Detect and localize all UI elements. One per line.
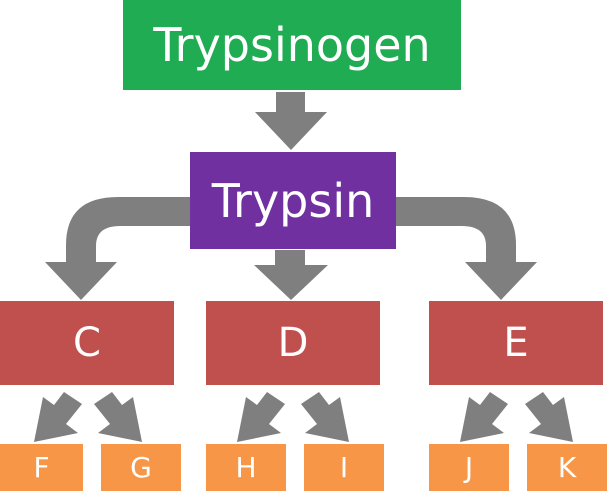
node-d: D — [206, 301, 380, 385]
node-g: G — [101, 444, 181, 491]
node-g-label: G — [130, 451, 152, 484]
node-k-label: K — [557, 451, 577, 484]
node-j: J — [429, 444, 509, 491]
arrow-d-to-i — [301, 392, 349, 442]
node-c-label: C — [73, 320, 101, 366]
node-i-label: I — [339, 451, 349, 484]
node-e-label: E — [503, 320, 529, 366]
arrow-c-to-g — [94, 392, 142, 442]
arrow-trypsinogen-to-trypsin — [255, 92, 327, 150]
arrow-d-to-h — [237, 392, 285, 442]
arrow-e-to-k — [525, 392, 573, 442]
node-k: K — [527, 444, 607, 491]
arrow-e-to-j — [460, 392, 508, 442]
node-f: F — [0, 444, 83, 491]
node-j-label: J — [464, 451, 474, 484]
trypsin-label: Trypsin — [211, 173, 375, 228]
arrow-trypsin-to-e — [396, 197, 537, 300]
node-e: E — [429, 301, 603, 385]
node-d-label: D — [277, 320, 309, 366]
arrow-c-to-f — [34, 392, 82, 442]
node-c: C — [0, 301, 174, 385]
trypsin-box: Trypsin — [190, 152, 396, 249]
node-h: H — [206, 444, 286, 491]
node-f-label: F — [33, 451, 50, 484]
arrow-trypsin-to-c — [45, 197, 190, 300]
node-i: I — [304, 444, 384, 491]
arrow-trypsin-to-d — [254, 250, 328, 300]
node-h-label: H — [235, 451, 257, 484]
trypsinogen-box: Trypsinogen — [123, 0, 461, 90]
trypsinogen-label: Trypsinogen — [153, 18, 431, 72]
